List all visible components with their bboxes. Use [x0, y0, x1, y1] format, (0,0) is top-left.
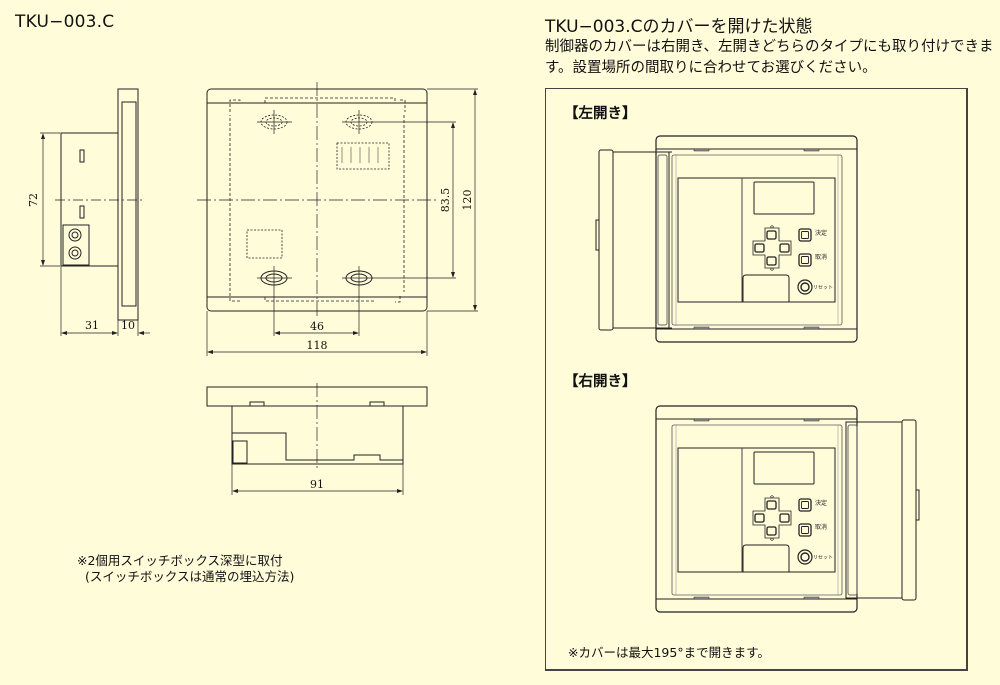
dim-46: 46: [310, 320, 324, 333]
cover-description: 制御器のカバーは右開き、左開きどちらのタイプにも取り付けできます。設置場所の間取…: [545, 39, 994, 76]
mounting-note-line1: ※2個用スイッチボックス深型に取付: [77, 553, 283, 568]
mounting-note-line2: (スイッチボックスは通常の埋込方法): [85, 569, 295, 584]
confirm-label: 決定: [815, 229, 827, 237]
cover-angle-note: ※カバーは最大195°まで開きます。: [568, 645, 770, 660]
front-view: [197, 82, 478, 356]
dim-118: 118: [307, 339, 328, 352]
device-right-open: 決定 取消 リセット: [655, 405, 920, 613]
mounting-note: ※2個用スイッチボックス深型に取付 (スイッチボックスは通常の埋込方法): [77, 553, 294, 585]
confirm-label-2: 決定: [815, 499, 827, 507]
dim-10: 10: [121, 319, 135, 332]
dim-120: 120: [461, 190, 474, 211]
dim-83-5: 83.5: [439, 188, 452, 213]
right-open-label: 【右開き】: [564, 374, 637, 390]
dim-72: 72: [27, 193, 40, 207]
left-open-label: 【左開き】: [564, 106, 637, 122]
cover-open-panel: [545, 88, 968, 671]
bottom-view: [206, 383, 428, 495]
cancel-label-2: 取消: [815, 523, 827, 531]
device-left-open: 決定 取消 リセット: [595, 135, 858, 343]
dim-91: 91: [310, 478, 324, 491]
cover-open-title: TKU−003.Cのカバーを開けた状態: [545, 17, 813, 37]
product-title: TKU−003.C: [15, 12, 115, 32]
reset-label-2: リセット: [813, 555, 833, 561]
reset-label: リセット: [813, 285, 833, 291]
side-view: [40, 88, 150, 336]
dim-31: 31: [85, 319, 99, 332]
dimension-drawings: 72 31 10 83.5 120 46 118 91: [27, 82, 478, 495]
cancel-label: 取消: [815, 253, 827, 261]
